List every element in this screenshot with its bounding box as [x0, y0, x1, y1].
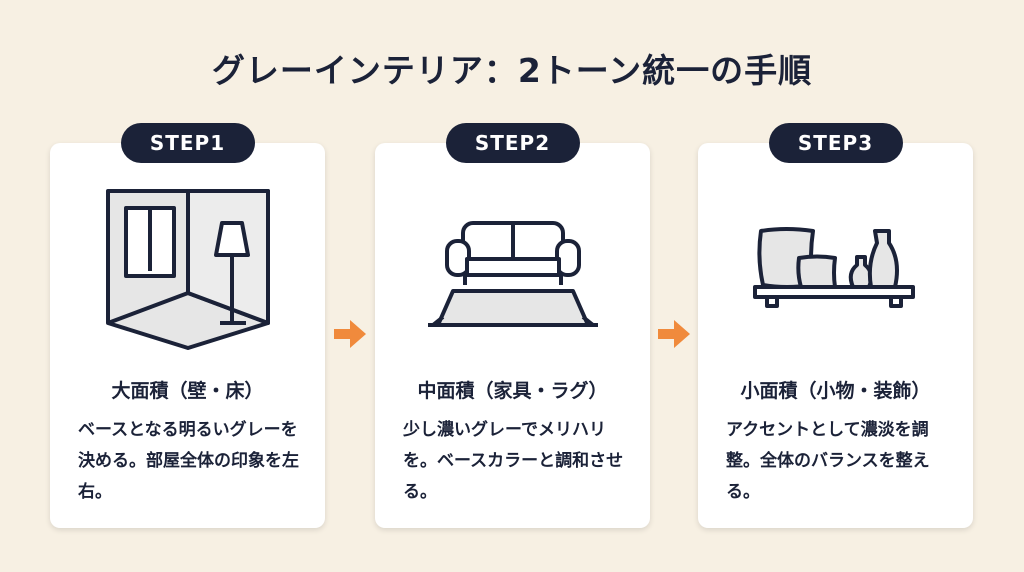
step-card-3: STEP3 小面積（小物・装飾） アクセントとして濃淡を調整。全体のバランスを整…: [698, 123, 973, 528]
step-badge: STEP3: [768, 123, 903, 163]
page-title: グレーインテリア：2トーン統一の手順: [211, 51, 813, 90]
arrow-right-icon: [334, 320, 366, 348]
step-title: 中面積（家具・ラグ）: [417, 380, 608, 402]
step-card-2: STEP2 中面積（家具・ラグ） 少し濃いグレーでメリハリを。ベースカラーと調和…: [375, 123, 650, 528]
step-badge: STEP1: [120, 123, 255, 163]
step-card-1: STEP1 大面積（壁・床） ベースとなる明るいグレーを決める。部屋全体の印象を…: [50, 123, 325, 528]
sofa-rug-icon: [375, 178, 650, 358]
room-corner-icon: [50, 178, 325, 358]
step-badge: STEP2: [445, 123, 580, 163]
step-description: 少し濃いグレーでメリハリを。ベースカラーと調和させる。: [403, 420, 624, 502]
step-description: アクセントとして濃淡を調整。全体のバランスを整える。: [726, 420, 930, 502]
step-title: 小面積（小物・装飾）: [740, 380, 931, 402]
shelf-decor-icon: [698, 178, 973, 358]
step-title: 大面積（壁・床）: [111, 380, 264, 402]
arrow-right-icon: [658, 320, 690, 348]
step-description: ベースとなる明るいグレーを決める。部屋全体の印象を左右。: [78, 420, 299, 502]
